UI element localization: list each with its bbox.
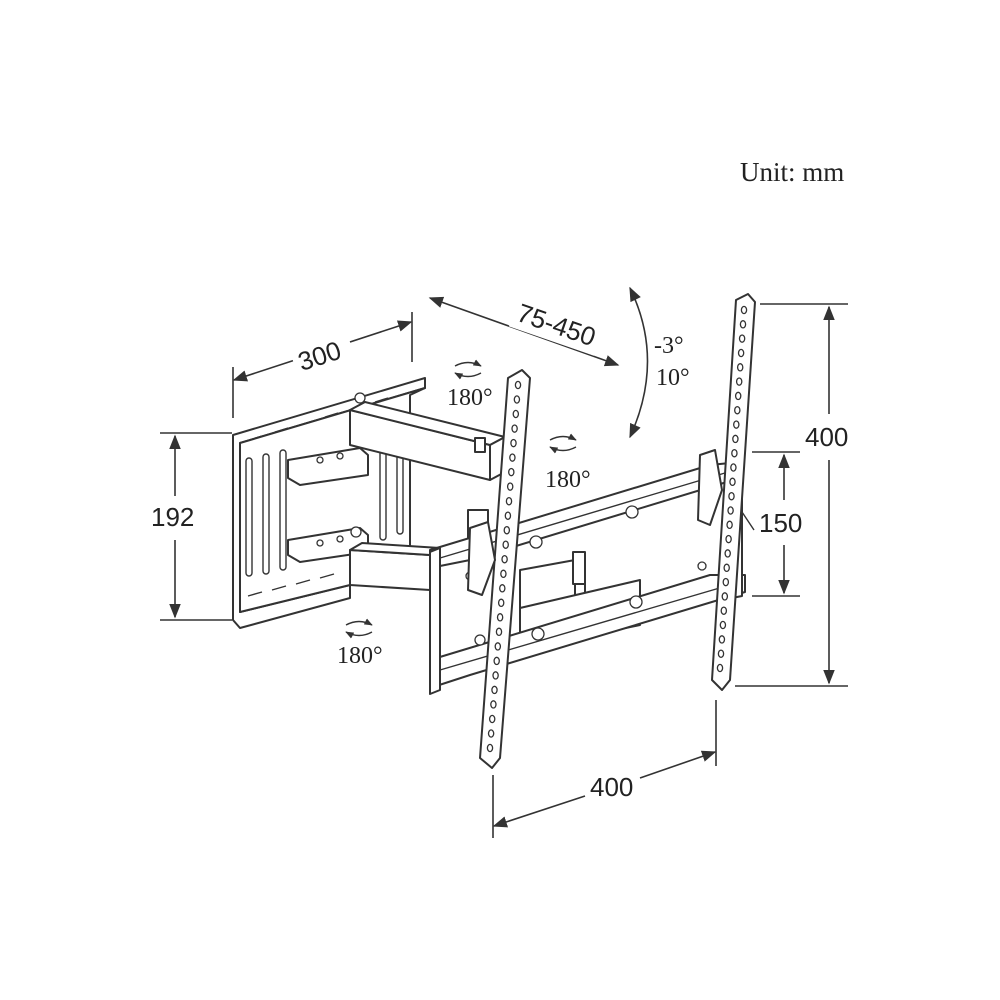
- strap-hole: [500, 569, 507, 579]
- strap-hole: [487, 729, 495, 738]
- strap-hole: [731, 448, 738, 458]
- strap-hole: [739, 320, 747, 329]
- strap-hole: [491, 685, 498, 695]
- dimension-wall-plate-height: [160, 432, 232, 621]
- wall-plate-swivel-label: 180°: [337, 643, 383, 669]
- strap-hole: [721, 592, 729, 601]
- strap-hole: [493, 656, 500, 666]
- strap-hole: [727, 506, 734, 515]
- dimension-arm-length-label: 300: [294, 335, 345, 377]
- strap-hole: [490, 700, 497, 709]
- strap-hole: [502, 540, 509, 549]
- strap-hole: [722, 577, 730, 587]
- strap-hole: [514, 380, 522, 390]
- strap-hole: [499, 584, 506, 593]
- dimension-inner-vertical-spacing-label: 150: [759, 508, 802, 538]
- dimension-extension-range-label: 75-450: [513, 297, 599, 352]
- strap-hole: [730, 463, 737, 472]
- upper-arm: [349, 401, 506, 543]
- strap-hole: [501, 554, 508, 564]
- unit-label: Unit: mm: [740, 157, 844, 187]
- strap-hole: [733, 420, 740, 429]
- strap-hole: [495, 627, 503, 637]
- dimension-vertical-spacing: [735, 303, 848, 687]
- dimension-vertical-spacing-label: 400: [805, 422, 848, 452]
- strap-hole: [508, 467, 515, 477]
- strap-hole: [720, 606, 728, 615]
- wall-plate-swivel-icon: [345, 618, 373, 639]
- strap-hole: [718, 635, 726, 644]
- strap-hole: [728, 491, 735, 501]
- head-swivel-icon: [549, 433, 577, 454]
- dimension-wall-plate-height-label: 192: [151, 502, 194, 532]
- strap-hole: [723, 563, 730, 573]
- left-vertical-strap: [467, 369, 531, 769]
- strap-hole: [509, 453, 516, 462]
- strap-hole: [729, 477, 736, 487]
- right-vertical-strap: [697, 293, 756, 691]
- strap-hole: [510, 438, 517, 448]
- arm-swivel-label: 180°: [447, 385, 493, 411]
- strap-hole: [719, 620, 727, 630]
- strap-hole: [732, 434, 739, 444]
- strap-hole: [492, 671, 499, 680]
- tilt-up-label: -3°: [654, 333, 684, 359]
- strap-hole: [494, 642, 502, 651]
- strap-hole: [724, 549, 731, 558]
- wall-plate-top-slots: [249, 397, 389, 441]
- strap-hole: [503, 525, 511, 535]
- strap-hole: [512, 409, 520, 419]
- strap-hole: [735, 377, 743, 386]
- tilt-down-label: 10°: [656, 365, 690, 391]
- strap-hole: [734, 405, 741, 415]
- strap-hole: [511, 424, 518, 433]
- strap-hole: [716, 663, 724, 673]
- strap-hole: [734, 391, 742, 401]
- dimension-horizontal-spacing-label: 400: [590, 772, 633, 802]
- head-swivel-label: 180°: [545, 467, 591, 493]
- strap-hole: [738, 334, 746, 343]
- strap-hole: [488, 714, 496, 724]
- strap-hole: [717, 649, 725, 658]
- strap-hole: [496, 613, 504, 622]
- strap-hole: [505, 496, 513, 506]
- dimension-inner-vertical-spacing: [752, 451, 800, 597]
- arm-swivel-icon: [454, 359, 482, 380]
- strap-hole: [726, 520, 733, 530]
- strap-hole: [506, 482, 514, 491]
- strap-hole: [736, 363, 744, 372]
- strap-hole: [740, 305, 748, 315]
- strap-hole: [486, 743, 494, 753]
- strap-hole: [737, 348, 745, 358]
- strap-hole: [513, 395, 521, 404]
- strap-hole: [497, 598, 505, 608]
- tilt-arc: [629, 286, 649, 439]
- dimension-horizontal-spacing: [492, 700, 717, 838]
- strap-hole: [504, 511, 512, 520]
- strap-hole: [725, 534, 732, 544]
